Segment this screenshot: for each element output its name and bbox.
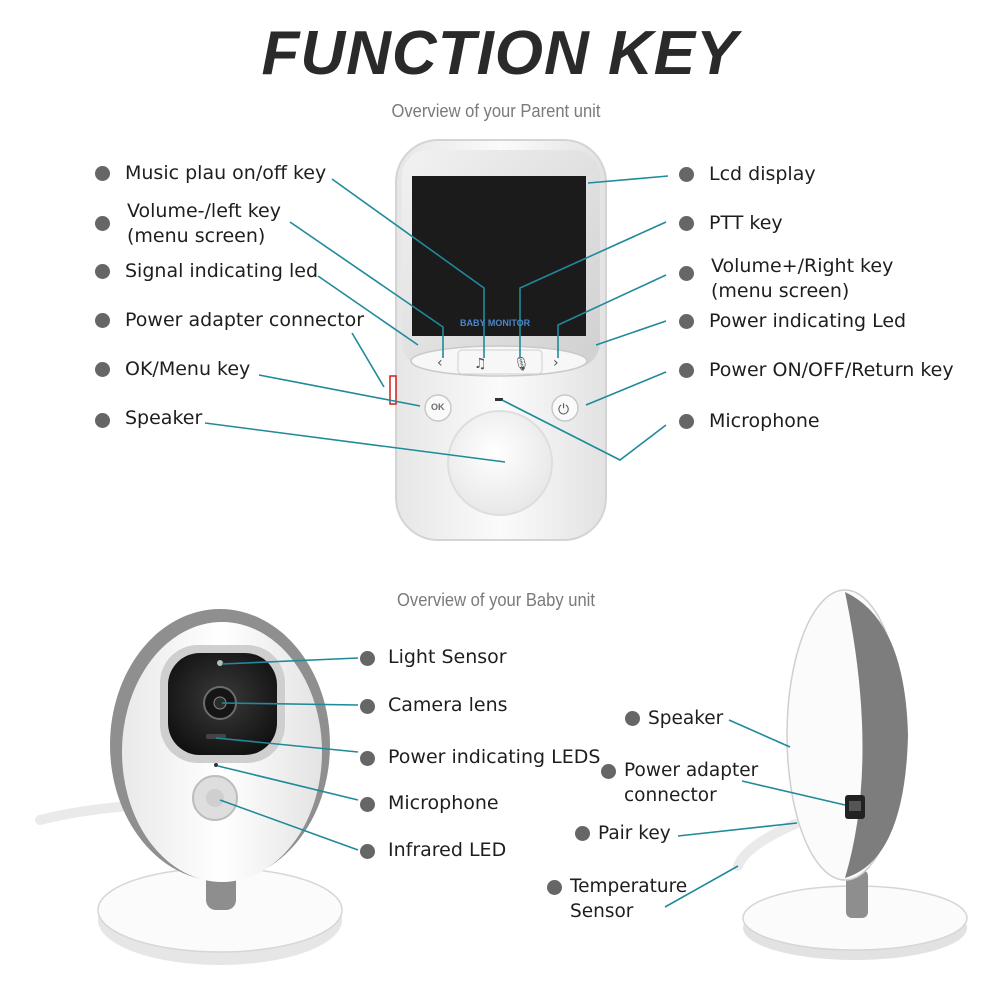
bullet-dot — [679, 314, 694, 329]
parent-unit-subtitle: Overview of your Parent unit — [391, 101, 601, 121]
page-title: FUNCTION KEY — [261, 19, 739, 88]
leader-lines — [204, 175, 846, 908]
bullet-dot — [95, 313, 110, 328]
speaker-grille — [447, 410, 553, 516]
lcd-screen — [412, 176, 586, 336]
ok-key-label: OK — [431, 402, 445, 412]
callout-camera-lens: Camera lens — [360, 693, 508, 718]
callout-volume-right-key: Volume+/Right key (menu screen) — [679, 254, 893, 304]
ok-menu-key — [424, 394, 452, 422]
callout-ok-menu-key: OK/Menu key — [95, 357, 250, 382]
callout-power-return-key: Power ON/OFF/Return key — [679, 358, 954, 383]
callout-side-speaker: Speaker — [625, 706, 723, 731]
ptt-microphone-icon: 🎙 — [513, 356, 530, 372]
bullet-dot — [360, 699, 375, 714]
bullet-dot — [360, 844, 375, 859]
power-key-icon: ⏻ — [558, 402, 569, 418]
callout-power-adapter-connector: Power adapter connector — [95, 308, 364, 333]
bullet-dot — [625, 711, 640, 726]
nav-keypad — [410, 345, 588, 377]
callout-power-indicating-leds: Power indicating LEDS — [360, 745, 600, 770]
bullet-dot — [360, 797, 375, 812]
bullet-dot — [95, 413, 110, 428]
callout-speaker: Speaker — [95, 406, 202, 431]
callout-side-power-adapter: Power adapter connector — [601, 758, 758, 808]
bullet-dot — [601, 764, 616, 779]
baby-unit-front — [35, 609, 343, 965]
bullet-dot — [679, 266, 694, 281]
sensor-cable — [35, 801, 135, 825]
bullet-dot — [575, 826, 590, 841]
callout-music-key: Music plau on/off key — [95, 161, 326, 186]
bullet-dot — [679, 414, 694, 429]
callout-ptt-key: PTT key — [679, 211, 783, 236]
volume-right-key-icon: › — [553, 355, 559, 371]
callout-lcd-display: Lcd display — [679, 162, 816, 187]
volume-left-key-icon: ‹ — [437, 355, 443, 371]
parent-unit: ‹ ♫ 🎙 › ⏻ — [389, 139, 607, 541]
callout-power-indicating-led: Power indicating Led — [679, 309, 906, 334]
microphone-hole — [495, 398, 503, 401]
bullet-dot — [95, 216, 110, 231]
bullet-dot — [360, 751, 375, 766]
nav-key-divider — [457, 349, 543, 375]
callout-volume-left-key: Volume-/left key (menu screen) — [95, 199, 281, 249]
brand-label: BABY MONITOR — [460, 318, 531, 328]
bullet-dot — [95, 166, 110, 181]
bullet-dot — [679, 167, 694, 182]
bullet-dot — [679, 216, 694, 231]
bullet-dot — [95, 264, 110, 279]
callout-light-sensor: Light Sensor — [360, 645, 507, 670]
callout-infrared-led: Infrared LED — [360, 838, 506, 863]
light-sensor-dot — [217, 660, 223, 666]
bullet-dot — [547, 880, 562, 895]
callout-pair-key: Pair key — [575, 821, 671, 846]
music-key-icon: ♫ — [474, 356, 487, 372]
power-key — [551, 394, 579, 422]
callout-signal-led: Signal indicating led — [95, 259, 318, 284]
microphone-dot — [214, 763, 218, 767]
callout-temperature-sensor: Temperature Sensor — [547, 874, 687, 924]
power-adapter-port — [389, 375, 397, 405]
baby-unit-side — [733, 589, 968, 960]
baby-unit-subtitle: Overview of your Baby unit — [397, 590, 595, 610]
callout-baby-microphone: Microphone — [360, 791, 499, 816]
bullet-dot — [679, 363, 694, 378]
bullet-dot — [95, 362, 110, 377]
bullet-dot — [360, 651, 375, 666]
callout-microphone: Microphone — [679, 409, 820, 434]
